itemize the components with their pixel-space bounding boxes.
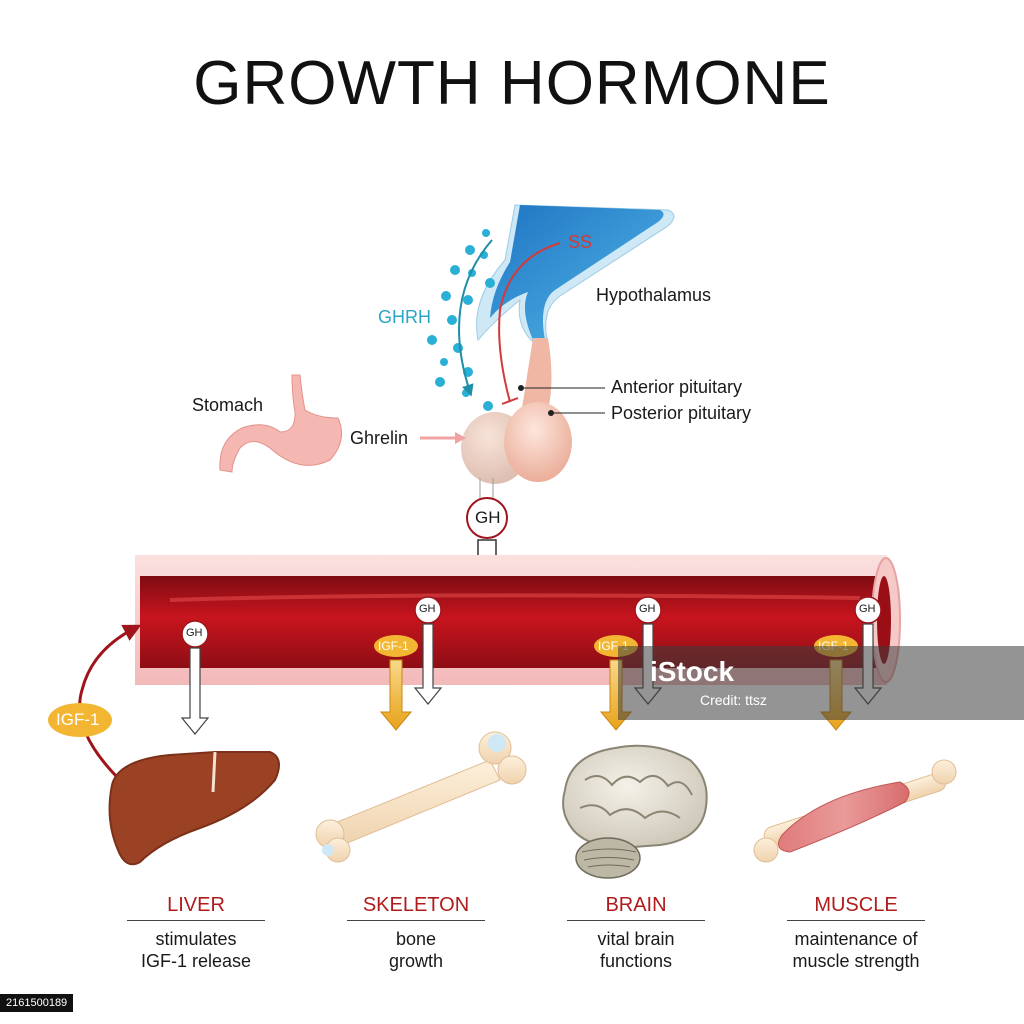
liver-shape: [108, 751, 280, 866]
gh-label-liver: GH: [186, 627, 203, 639]
brain-title: BRAIN: [605, 894, 667, 916]
stomach-label: Stomach: [192, 395, 264, 415]
igf1-liver-oval: [48, 703, 112, 737]
igf1-feedback-arrow: [78, 624, 142, 782]
gh-label-muscle: GH: [859, 603, 876, 615]
posterior-pituitary-shape: [504, 402, 572, 482]
brain-desc-line2: functions: [599, 951, 673, 971]
hypothalamus-shape: [476, 204, 675, 349]
gh-label-skeleton: GH: [419, 603, 436, 615]
brain-desc-line1: vital brain: [597, 929, 675, 949]
ghrelin-label: Ghrelin: [350, 428, 409, 448]
ss-inhibition-bar: [501, 397, 519, 405]
ss-label: SS: [568, 232, 593, 252]
igf1-label-skeleton: IGF-1: [378, 639, 409, 653]
skeleton-desc-line1: bone: [395, 929, 437, 949]
brain-rule: [567, 920, 705, 921]
skeleton-desc-line2: growth: [388, 951, 444, 971]
gh-label-brain: GH: [639, 603, 656, 615]
watermark-banner: [618, 646, 1024, 720]
muscle-shape: [753, 759, 957, 863]
gh-main-label: GH: [475, 508, 501, 527]
bone-shape: [315, 731, 527, 863]
muscle-desc-line2: muscle strength: [792, 951, 920, 971]
blood-vessel: [135, 555, 901, 685]
liver-title: LIVER: [167, 894, 225, 916]
muscle-desc-line1: maintenance of: [794, 929, 918, 949]
ghrh-arrow: [458, 239, 493, 397]
liver-desc-line2: IGF-1 release: [140, 951, 252, 971]
page-title: GROWTH HORMONE: [193, 49, 831, 118]
muscle-rule: [787, 920, 925, 921]
skeleton-title: SKELETON: [362, 894, 470, 916]
ss-inhibition-line: [498, 242, 561, 403]
posterior-pituitary-label: Posterior pituitary: [611, 403, 752, 423]
igf1-label-liver: IGF-1: [56, 710, 100, 729]
stock-id-badge: 2161500189: [0, 994, 74, 1012]
stomach-shape: [219, 374, 343, 473]
anterior-pituitary-label: Anterior pituitary: [611, 377, 743, 397]
ghrh-label: GHRH: [378, 307, 431, 327]
liver-desc-line1: stimulates: [155, 929, 237, 949]
watermark-brand: iStock: [650, 656, 735, 687]
watermark-credit: Credit: ttsz: [700, 692, 767, 708]
gh-circles: [181, 596, 882, 648]
muscle-title: MUSCLE: [814, 894, 898, 916]
liver-rule: [127, 920, 265, 921]
brain-shape: [562, 744, 708, 879]
gh-badge-main: [466, 497, 508, 539]
hypothalamus-label: Hypothalamus: [596, 285, 712, 305]
skeleton-rule: [347, 920, 485, 921]
pituitary-stalk: [522, 338, 552, 410]
